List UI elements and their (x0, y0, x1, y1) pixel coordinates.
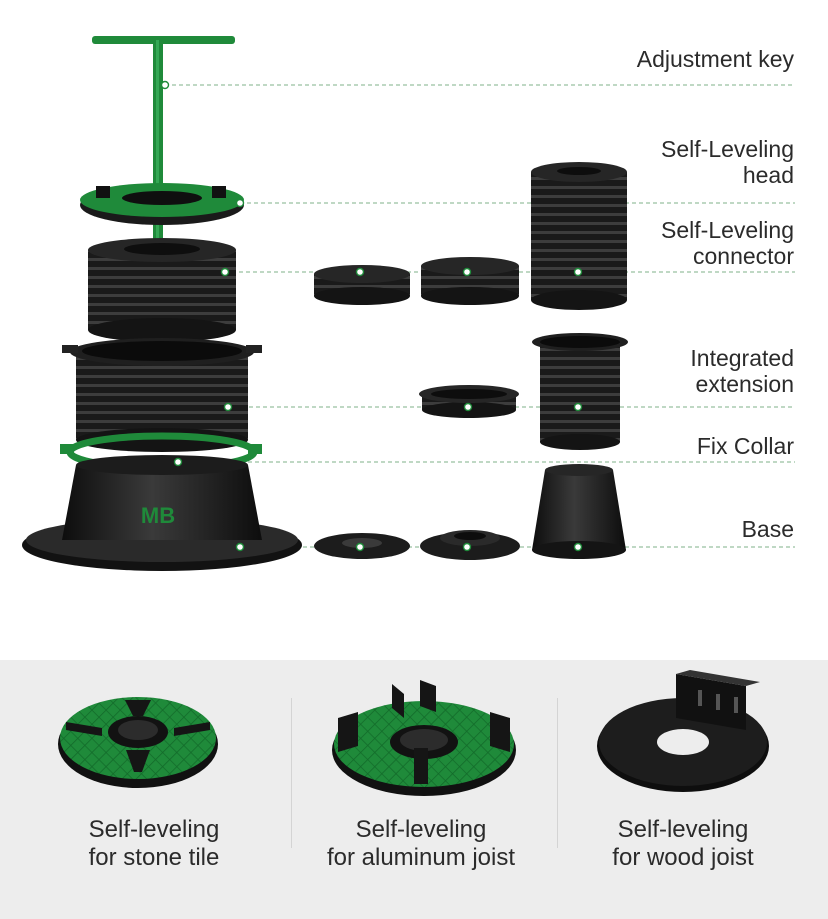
panel-divider-1 (291, 698, 292, 848)
label-fix-collar: Fix Collar (697, 433, 794, 459)
aluminum-joist-head-illustration (332, 680, 516, 796)
label-self-leveling-connector: Self-Leveling connector (661, 217, 794, 269)
svg-text:MB: MB (141, 503, 175, 528)
label-base: Base (742, 516, 794, 542)
base-tall (532, 464, 626, 559)
adjustment-key-part (92, 36, 235, 240)
label-adjustment-key: Adjustment key (637, 46, 794, 72)
connector-tall (531, 162, 627, 310)
exploded-pedestal-diagram: MB (22, 36, 795, 571)
caption-aluminum-joist: Self-leveling for aluminum joist (283, 816, 559, 872)
caption-stone-tile-line2: for stone tile (88, 844, 220, 871)
variant-illustrations (58, 670, 769, 796)
caption-aluminum-joist-line2: for aluminum joist (326, 844, 516, 871)
connector-small-2 (421, 257, 519, 305)
label-adjustment-key-text: Adjustment key (636, 46, 794, 72)
caption-stone-tile-line1: Self-leveling (88, 816, 220, 843)
label-connector-line2: connector (692, 243, 794, 269)
label-head-line2: head (742, 162, 794, 188)
caption-wood-joist-line1: Self-leveling (617, 816, 749, 843)
self-leveling-head-part (80, 183, 244, 225)
caption-wood-joist-line2: for wood joist (612, 844, 754, 871)
label-head-line1: Self-Leveling (661, 136, 794, 162)
extension-tall (532, 333, 628, 450)
label-self-leveling-head: Self-Leveling head (661, 136, 794, 188)
base-part: MB (22, 455, 302, 571)
label-extension-line1: Integrated (690, 345, 794, 371)
label-extension-line2: extension (695, 371, 794, 397)
label-integrated-extension: Integrated extension (690, 345, 794, 397)
wood-joist-head-illustration (597, 670, 769, 792)
stone-tile-head-illustration (58, 697, 218, 788)
caption-aluminum-joist-line1: Self-leveling (355, 816, 487, 843)
label-fix-collar-text: Fix Collar (696, 433, 794, 459)
leader-markers (160, 80, 583, 552)
label-base-text: Base (741, 516, 794, 542)
extension-stack-part (62, 338, 262, 452)
panel-divider-2 (557, 698, 558, 848)
extension-ring-small (419, 385, 519, 418)
connector-small-1 (314, 265, 410, 305)
label-connector-line1: Self-Leveling (661, 217, 794, 243)
caption-wood-joist: Self-leveling for wood joist (545, 816, 821, 872)
connector-stack-part (88, 238, 236, 342)
caption-stone-tile: Self-leveling for stone tile (16, 816, 292, 872)
